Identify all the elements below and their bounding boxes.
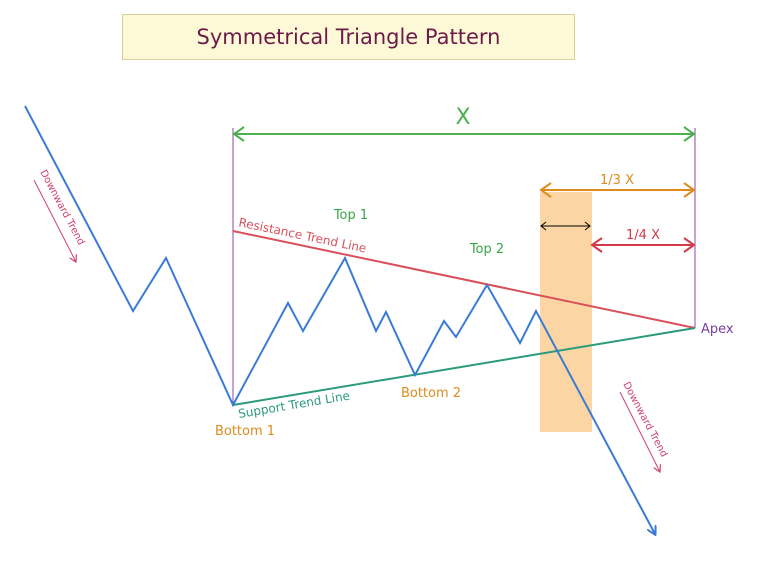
one-third-x-arrow <box>539 182 696 198</box>
downtrend-right-label: Downward Trend <box>620 380 669 459</box>
bottom1-label: Bottom 1 <box>215 424 275 439</box>
support-trend-line <box>232 327 696 406</box>
x-span-arrow <box>232 126 696 142</box>
bottom2-label: Bottom 2 <box>401 386 461 401</box>
one-quarter-x-arrow <box>590 237 696 253</box>
top2-label: Top 2 <box>469 242 504 257</box>
breakout-zone <box>540 192 592 432</box>
downtrend-right-arrow <box>619 391 660 472</box>
title-box: Symmetrical Triangle Pattern <box>122 14 575 60</box>
apex-label: Apex <box>701 322 734 337</box>
top1-label: Top 1 <box>333 208 368 223</box>
difference-arrow <box>540 221 591 231</box>
downtrend-annotation-left: Downward Trend <box>33 168 86 262</box>
price-path <box>24 105 655 534</box>
resistance-trend-line <box>232 230 696 329</box>
diagram-title: Symmetrical Triangle Pattern <box>196 25 501 49</box>
support-label: Support Trend Line <box>237 389 351 421</box>
downtrend-annotation-right: Downward Trend <box>619 380 669 472</box>
one-quarter-x-label: 1/4 X <box>626 228 660 243</box>
x-label: X <box>455 105 470 130</box>
one-third-x-label: 1/3 X <box>600 173 634 188</box>
downtrend-left-arrow <box>33 179 76 262</box>
